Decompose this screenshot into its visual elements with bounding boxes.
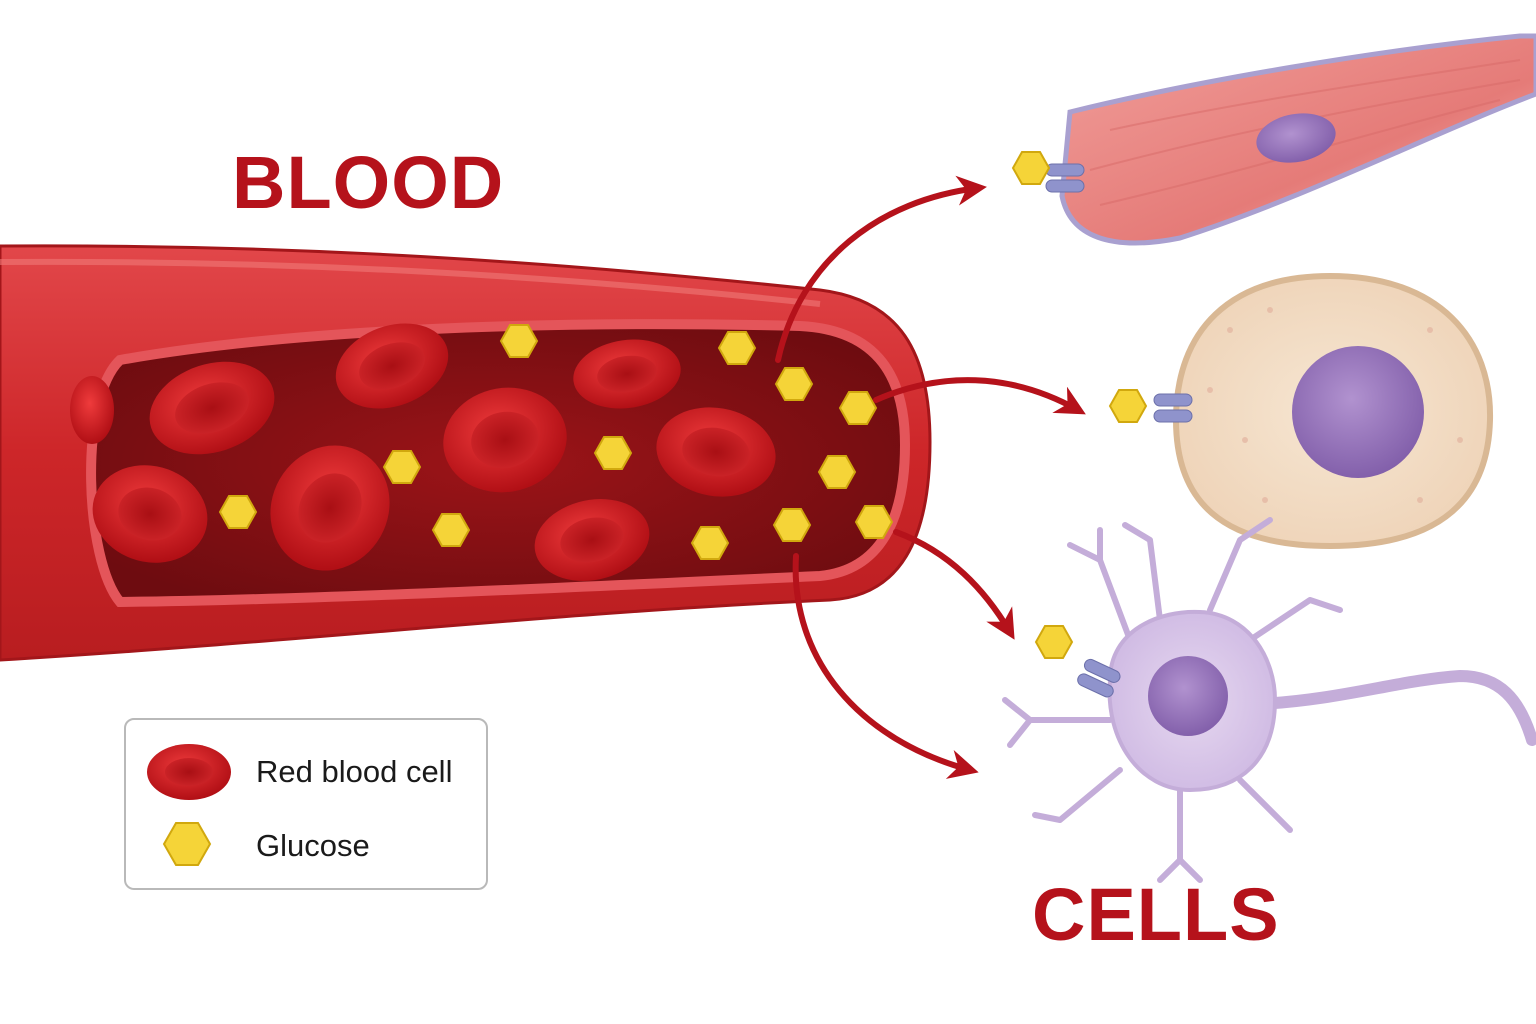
glucose-molecule (431, 513, 471, 547)
red-blood-cell (534, 499, 650, 581)
arrow-to-neuron-lower (792, 553, 979, 779)
red-blood-cell (70, 376, 114, 444)
neuron-nucleus (1148, 656, 1228, 736)
glucose-molecule (1108, 389, 1148, 423)
legend-label-glucose: Glucose (256, 828, 370, 863)
red-blood-cell (92, 465, 208, 563)
round-cell-nucleus (1292, 346, 1424, 478)
glucose-molecule (854, 505, 894, 539)
glucose-molecule (218, 495, 258, 529)
red-blood-cell-icon (147, 744, 231, 800)
legend-item-red-blood-cell: Red blood cell (126, 740, 486, 800)
legend-label-red-blood-cell: Red blood cell (256, 754, 453, 789)
glucose-transporter (1153, 393, 1193, 423)
glucose-molecule (1011, 151, 1051, 185)
red-blood-cell (573, 339, 681, 409)
glucose-molecule (772, 508, 812, 542)
glucose-molecule (690, 526, 730, 560)
arrow-to-round-cell (873, 377, 1086, 415)
glucose-molecule (1034, 625, 1074, 659)
neuron-cell (1002, 517, 1536, 883)
glucose-molecules (218, 324, 894, 560)
glucose-transporter (1077, 658, 1121, 698)
glucose-molecule (499, 324, 539, 358)
glucose-molecule (593, 436, 633, 470)
glucose-molecule (838, 391, 878, 425)
vessel-rim (86, 319, 911, 608)
red-blood-cells (70, 323, 776, 581)
vessel-wall-highlight (0, 258, 821, 307)
glucose-molecule (717, 331, 757, 365)
glucose-icon (162, 822, 212, 866)
blood-label: BLOOD (232, 141, 505, 224)
legend: Red blood cell Glucose (124, 718, 488, 890)
legend-item-glucose: Glucose (126, 814, 486, 874)
glucose-molecule (382, 450, 422, 484)
neuron-axon (1254, 669, 1536, 746)
red-blood-cell (443, 387, 567, 493)
arrow-to-muscle-cell (775, 175, 987, 363)
muscle-cell-nucleus (1256, 113, 1336, 163)
red-blood-cell (656, 407, 776, 497)
red-blood-cell (149, 361, 275, 455)
glucose-transporter (1045, 163, 1085, 193)
arrow-to-neuron-upper (893, 529, 1015, 640)
round-cell (1108, 272, 1494, 550)
glucose-molecule (774, 367, 814, 401)
muscle-cell (1011, 33, 1536, 246)
red-blood-cell (270, 445, 390, 571)
glucose-molecule (817, 455, 857, 489)
transport-arrows (775, 175, 1086, 779)
red-blood-cell (335, 323, 449, 409)
cells-label: CELLS (1032, 873, 1280, 956)
